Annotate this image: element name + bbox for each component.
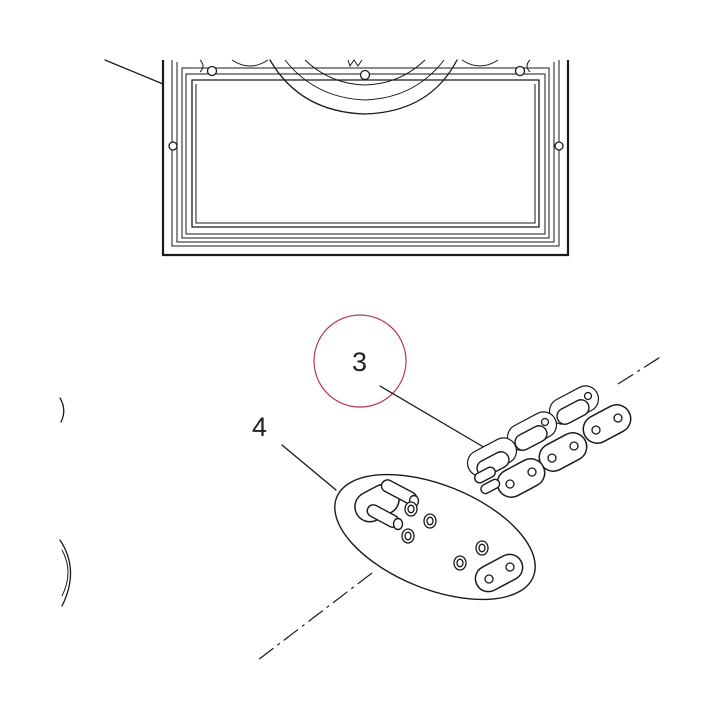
sprocket-inner-arc: [284, 59, 445, 101]
housing-panel-inner: [195, 84, 536, 224]
left-boss-arc: [231, 59, 269, 67]
center-line: [257, 572, 373, 661]
housing-border-1: [171, 60, 560, 247]
o-ring-inner: [404, 531, 412, 541]
chain-end-pin: [480, 478, 501, 495]
callout-3-leader-line: [379, 385, 493, 453]
sprocket-outer-arc: [269, 59, 458, 115]
housing-hole: [554, 141, 564, 151]
side-plate-hole: [505, 562, 515, 572]
chain-pin-hole: [540, 417, 550, 427]
callout-3-label: 3: [352, 347, 367, 377]
side-plate: [474, 553, 524, 593]
chain-segment: [466, 385, 632, 498]
housing-border-4: [185, 73, 546, 235]
chain-roller: [514, 425, 548, 451]
connecting-link-kit: [334, 473, 536, 601]
housing-leader-line: [104, 59, 164, 85]
chain-pin-hole: [583, 391, 593, 401]
o-rings: [401, 501, 489, 571]
o-ring-inner: [426, 516, 434, 526]
housing-outer-edge: [161, 60, 570, 257]
chain-pin-hole: [547, 453, 557, 463]
callout-3-highlight-circle: [313, 314, 407, 408]
chain-end-pin: [474, 466, 496, 484]
left-small-arc: [199, 59, 204, 73]
sprocket-teeth: [347, 59, 363, 68]
housing-hole: [514, 65, 526, 77]
housing-border-2: [176, 62, 555, 243]
callout-4-leader-line: [281, 444, 337, 491]
o-ring-inner: [456, 558, 464, 568]
housing-hole: [168, 141, 178, 151]
callout-3: 3: [313, 314, 493, 453]
right-small-arc: [526, 59, 531, 73]
o-ring-inner: [478, 543, 486, 553]
chain-pin-hole: [505, 479, 515, 489]
right-boss-arc: [461, 59, 499, 67]
chain-pin-hole: [527, 467, 537, 477]
housing-hole: [206, 65, 218, 77]
chain-pin-hole: [591, 425, 601, 435]
chain-roller: [556, 399, 590, 425]
edge-arc: [59, 539, 72, 607]
housing-border-3: [181, 67, 550, 239]
o-ring-inner: [407, 504, 415, 514]
chain-pin-hole: [613, 413, 623, 423]
side-plate-hole: [484, 574, 494, 584]
edge-arc: [61, 549, 69, 597]
chain-rollers: [476, 399, 590, 477]
callout-4: 4: [252, 412, 337, 491]
edge-arc: [59, 397, 65, 423]
center-line: [617, 355, 663, 385]
chain-holes: [505, 391, 623, 489]
sprocket-hub-arc: [304, 59, 426, 86]
master-link: [354, 479, 420, 531]
housing-hole: [359, 69, 371, 81]
callout-4-label: 4: [252, 412, 267, 442]
left-edge-fragments: [59, 397, 72, 607]
chain-pin-hole: [569, 441, 579, 451]
housing-panel: [191, 79, 540, 228]
housing-cover: [104, 59, 570, 257]
master-link-pin-end: [392, 517, 404, 531]
